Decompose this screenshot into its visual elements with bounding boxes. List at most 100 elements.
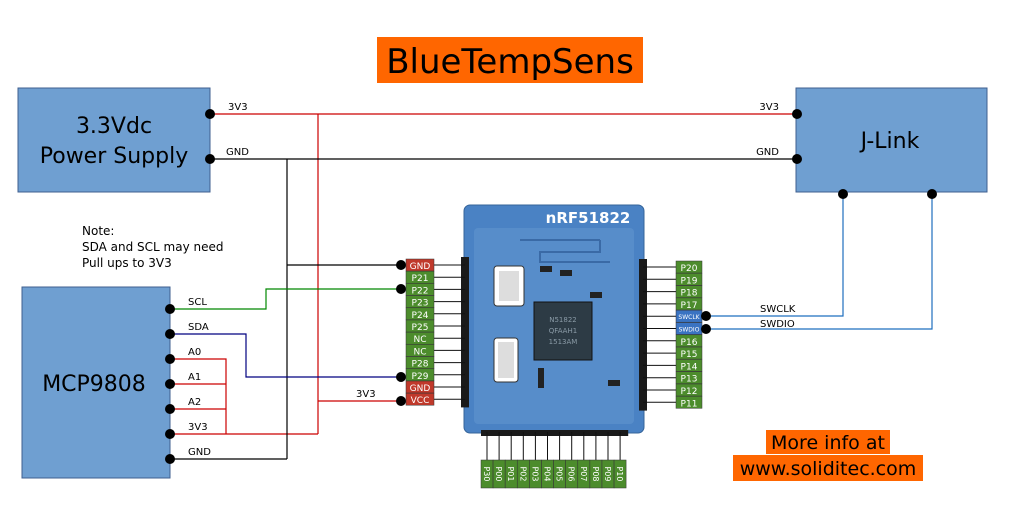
left-pin-2-label: P22: [412, 286, 429, 296]
junction-dot-p29: [396, 372, 406, 382]
more-info-bg-1: [766, 430, 890, 454]
right-pin-3-label: P17: [681, 301, 698, 311]
more-info-link[interactable]: www.soliditec.com: [740, 458, 917, 480]
left-pin-1-label: P21: [412, 274, 429, 284]
smd-part-2: [560, 270, 572, 276]
right-pin-header: [639, 259, 676, 411]
left-pin-6-label: NC: [413, 335, 426, 345]
bottom-pin-11-box: [613, 459, 627, 489]
wire-address: [170, 358, 227, 434]
mcp9808-label: MCP9808: [42, 372, 146, 397]
bottom-pin-8-label: P07: [579, 466, 588, 481]
bottom-pin-3-label: P02: [518, 466, 527, 481]
right-pin-4-label: SWCLK: [678, 314, 700, 321]
title-background: [377, 37, 643, 83]
right-pin-2-label: P18: [681, 289, 698, 299]
right-pin-2-box: [675, 285, 703, 298]
mcp-pin-a0-dot: [165, 354, 175, 364]
nrf51822-module: nRF51822 N51822 QFAAH1 1513AM: [434, 204, 676, 460]
module-label: nRF51822: [546, 209, 631, 227]
wires: [170, 113, 933, 460]
left-pin-7-label: NC: [413, 347, 426, 357]
module-chip: [533, 301, 593, 361]
left-pin-header: [434, 257, 469, 408]
bottom-header-strip: [481, 430, 629, 436]
swclk-label: SWCLK: [760, 304, 796, 315]
mcp-pin-a1-dot: [165, 379, 175, 389]
right-pin-1-box: [675, 273, 703, 286]
mcp-pin-3v3-dot: [165, 429, 175, 439]
right-pin-8-box: [675, 359, 703, 372]
crystal-2-inner: [498, 342, 514, 378]
right-pin-11-label: P11: [681, 399, 698, 409]
left-pin-3-label: P23: [412, 299, 429, 309]
jlink-3v3-label: 3V3: [759, 102, 779, 113]
mcp-pin-gnd-label: GND: [188, 447, 211, 458]
bottom-pin-1-label: P00: [494, 466, 503, 481]
bottom-pin-9-label: P08: [591, 466, 600, 481]
more-info-line1: More info at: [771, 432, 885, 454]
chip-text-1: N51822: [549, 316, 577, 324]
right-pin-0-box: [675, 260, 703, 274]
left-pin-0-label: GND: [410, 262, 431, 272]
junction-dot-vcc: [396, 396, 406, 406]
power-supply-label-line1: 3.3Vdc: [76, 114, 152, 139]
note-line1: Note:: [82, 224, 114, 238]
bottom-pin-0-label: P30: [482, 466, 491, 481]
left-header-strip: [461, 257, 469, 408]
jlink-3v3-pin: [792, 109, 802, 119]
bottom-pin-7-label: P06: [567, 466, 576, 481]
crystal-inner: [499, 271, 519, 301]
smd-part-5: [608, 380, 620, 386]
mcp-pin-a0-label: A0: [188, 347, 201, 358]
power-supply-label-line2: Power Supply: [40, 144, 188, 169]
jlink-box: [795, 87, 988, 193]
left-pin-11-label: VCC: [411, 396, 430, 406]
mcp-pin-a2-dot: [165, 404, 175, 414]
right-pin-10-label: P12: [681, 387, 698, 397]
right-pin-6-box: [675, 334, 703, 348]
chip-text-2: QFAAH1: [549, 327, 577, 335]
right-pin-6-label: P16: [681, 338, 698, 348]
left-pin-4-label: P24: [412, 311, 429, 321]
right-pin-3-box: [675, 297, 703, 311]
mcp-pin-a2-label: A2: [188, 397, 201, 408]
wire-swclk: [706, 195, 844, 317]
wire-swdio: [706, 195, 933, 330]
right-pin-8-label: P14: [681, 362, 698, 372]
note-line3: Pull ups to 3V3: [82, 256, 172, 270]
jlink-gnd-pin: [792, 154, 802, 164]
bottom-pin-2-label: P01: [506, 466, 515, 481]
jlink-gnd-label: GND: [756, 147, 779, 158]
junction-dot-swclk: [701, 311, 711, 321]
bottom-pin-11-label: P10: [615, 466, 624, 481]
diagram-title: BlueTempSens: [386, 42, 634, 82]
note-line2: SDA and SCL may need: [82, 240, 224, 254]
left-pin-10-label: GND: [410, 384, 431, 394]
mcp9808-box: [21, 286, 171, 479]
jlink-label: J-Link: [859, 129, 920, 154]
right-pin-11-box: [675, 396, 703, 409]
right-pin-10-box: [675, 383, 703, 397]
left-pin-9-label: P29: [412, 372, 429, 382]
left-pin-8-label: P28: [412, 360, 429, 370]
right-pin-7-box: [675, 346, 703, 360]
bottom-pin-4-label: P03: [530, 466, 539, 481]
right-pin-9-label: P13: [681, 375, 698, 385]
bottom-pin-5-label: P04: [543, 466, 552, 481]
smd-part-1: [540, 266, 552, 272]
antenna-trace: [520, 239, 610, 263]
right-pin-9-box: [675, 371, 703, 384]
right-pin-7-label: P15: [681, 350, 698, 360]
mcp-pin-sda-label: SDA: [188, 322, 209, 333]
vcc-wire-label: 3V3: [356, 389, 376, 400]
left-pin-11-box: [405, 392, 435, 406]
swdio-label: SWDIO: [760, 319, 795, 330]
smd-part-4: [538, 368, 544, 388]
power-supply-box: [17, 87, 211, 193]
junction-dot-p22: [396, 284, 406, 294]
